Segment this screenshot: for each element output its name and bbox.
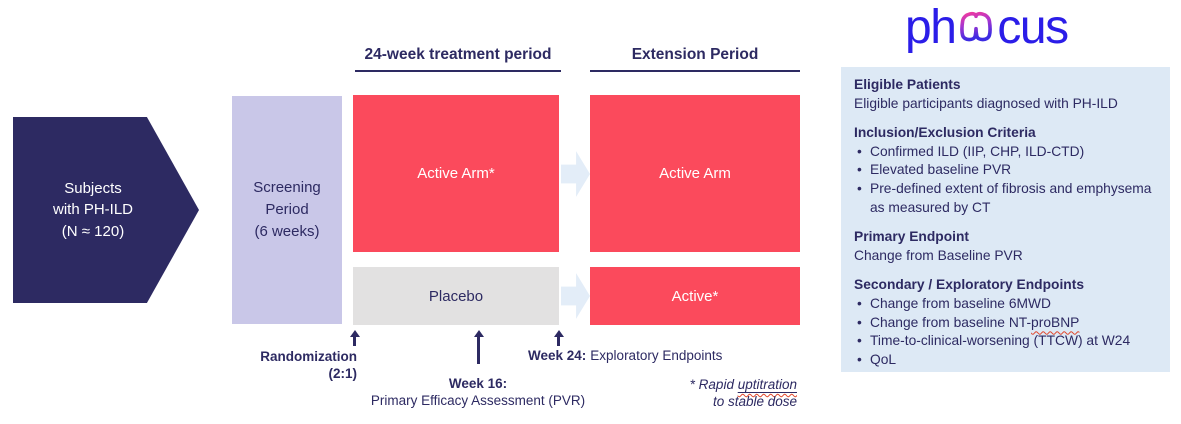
- subjects-line-3: (N ≈ 120): [61, 222, 125, 240]
- active-arm-extension-box: Active Arm: [590, 95, 800, 252]
- subjects-line-1: Subjects: [64, 180, 122, 198]
- bullet-text: QoL: [870, 351, 897, 367]
- bullet-text: Pre-defined extent of fibrosis and emphy…: [870, 180, 1152, 215]
- bullet-dot-icon: •: [857, 333, 862, 349]
- active-extension-box: Active*: [590, 267, 800, 325]
- bullet-text: Change from baseline NT-proBNP: [870, 314, 1080, 330]
- randomization-annotation: Randomization (2:1): [225, 348, 357, 382]
- week24-description: Exploratory Endpoints: [590, 348, 723, 363]
- treatment-period-heading: 24-week treatment period: [355, 46, 561, 72]
- extension-period-heading: Extension Period: [590, 46, 800, 72]
- week16-arrow-icon: [477, 337, 480, 364]
- panel-bullet-item: • Change from baseline 6MWD: [854, 295, 1158, 314]
- bullet-dot-icon: •: [857, 314, 862, 330]
- screening-line-1: Screening: [253, 179, 321, 197]
- bullet-dot-icon: •: [857, 295, 862, 311]
- panel-bullet-item: • Elevated baseline PVR: [854, 161, 1158, 180]
- logo-text-cus: cus: [997, 1, 1069, 54]
- screening-line-3: (6 weeks): [254, 222, 320, 240]
- subjects-label: Subjects with PH-ILD (N ≈ 120): [53, 178, 133, 242]
- bullet-dot-icon: •: [857, 351, 862, 367]
- flow-arrow-bottom-icon: [561, 273, 590, 319]
- screening-label: Screening Period (6 weeks): [253, 177, 321, 242]
- bullet-dot-icon: •: [857, 143, 862, 159]
- randomization-arrow-icon: [353, 337, 356, 346]
- bullet-text: Confirmed ILD (IIP, CHP, ILD-CTD): [870, 143, 1085, 159]
- footnote-squiggle-word: uptitration: [737, 377, 797, 392]
- footnote-prefix: * Rapid: [689, 377, 738, 392]
- week16-label: Week 16:: [448, 376, 508, 391]
- panel-section: Inclusion/Exclusion Criteria • Confirmed I…: [854, 124, 1158, 217]
- panel-bullet-item: • Pre-defined extent of fibrosis and emph…: [854, 180, 1158, 217]
- bullet-text: Time-to-clinical-worsening (TTCW) at W24: [870, 333, 1131, 349]
- screening-period-box: Screening Period (6 weeks): [232, 96, 342, 324]
- screening-line-2: Period: [265, 201, 309, 219]
- week16-annotation: Week 16: Primary Efficacy Assessment (PV…: [359, 375, 597, 409]
- panel-section-title: Eligible Patients: [854, 77, 961, 92]
- randomization-label: Randomization: [260, 349, 357, 364]
- panel-bullet-item: • Change from baseline NT-proBNP: [854, 314, 1158, 333]
- flow-arrow-top-icon: [561, 151, 590, 197]
- placebo-box: Placebo: [353, 267, 559, 325]
- footnote-line-2: to stable dose: [712, 394, 797, 409]
- panel-section-body: Change from Baseline PVR: [854, 247, 1023, 263]
- panel-section: Secondary / Exploratory Endpoints • Change…: [854, 276, 1158, 369]
- randomization-ratio: (2:1): [328, 366, 357, 381]
- uptitration-footnote: * Rapid uptitration to stable dose: [645, 376, 797, 410]
- panel-section-title: Secondary / Exploratory Endpoints: [854, 277, 1084, 293]
- subjects-line-2: with PH-ILD: [52, 201, 134, 219]
- lungs-icon: [960, 2, 993, 42]
- bullet-dot-icon: •: [857, 162, 862, 178]
- panel-section-body: Eligible participants diagnosed with PH-…: [854, 95, 1118, 111]
- panel-section-title: Inclusion/Exclusion Criteria: [854, 125, 1036, 141]
- panel-bullet-item: • Confirmed ILD (IIP, CHP, ILD-CTD): [854, 143, 1158, 162]
- week24-arrow-icon: [557, 337, 560, 346]
- bullet-dot-icon: •: [857, 180, 862, 196]
- bullet-text: Change from baseline 6MWD: [870, 295, 1051, 311]
- week24-label: Week 24:: [528, 348, 587, 363]
- subjects-arrow: Subjects with PH-ILD (N ≈ 120): [13, 117, 199, 303]
- panel-bullet-item: • Time-to-clinical-worsening (TTCW) at W2…: [854, 332, 1158, 351]
- panel-section-title: Primary Endpoint: [854, 229, 969, 245]
- panel-bullet-item: • QoL: [854, 351, 1158, 370]
- active-arm-treatment-box: Active Arm*: [353, 95, 559, 252]
- week16-description: Primary Efficacy Assessment (PVR): [370, 393, 586, 408]
- week24-annotation: Week 24:Exploratory Endpoints: [528, 347, 722, 364]
- footnote-line-1: * Rapid uptitration: [645, 376, 797, 393]
- phocus-logo: ph cus: [905, 1, 1069, 54]
- logo-text-ph: ph: [905, 1, 957, 54]
- bullet-text: Elevated baseline PVR: [870, 162, 1012, 178]
